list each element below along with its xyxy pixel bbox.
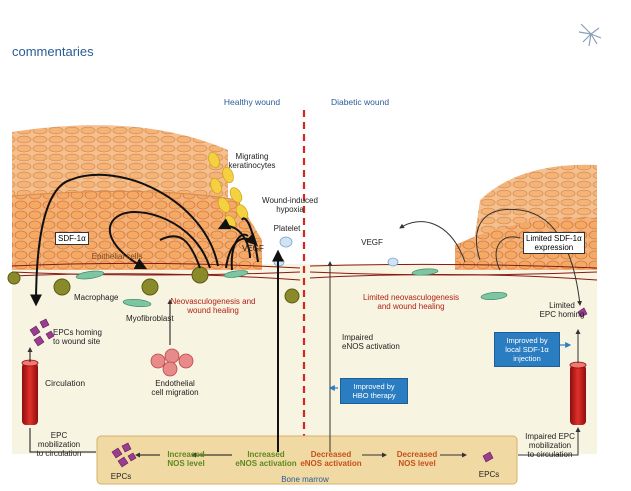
decreased-nos-label: Decreased NOS level	[392, 450, 442, 468]
diabetic-arrows	[327, 208, 583, 458]
endothelial-cells	[150, 348, 194, 377]
vegf-left-label: VEGF	[242, 244, 264, 253]
decreased-enos-text: Decreased eNOS activation	[300, 450, 362, 468]
healthy-wound-title: Healthy wound	[223, 97, 281, 107]
neovasc-right-label: Limited neovasculogenesis and wound heal…	[362, 293, 460, 311]
macrophage-cells	[7, 266, 300, 304]
healthy-thin-arrows	[27, 299, 232, 458]
epcs-homing-cells	[29, 307, 588, 347]
epcs-left-label: EPCs	[110, 472, 132, 481]
diabetic-wound-title: Diabetic wound	[330, 97, 390, 107]
migrating-keratinocytes-cells	[208, 151, 249, 229]
epc-mobilization-left-label: EPC mobilization to circulation	[36, 431, 82, 458]
logo-pinwheel-icon	[578, 23, 602, 47]
macrophage-label: Macrophage	[74, 293, 119, 302]
impaired-enos-label: Impaired eNOS activation	[342, 333, 400, 351]
section-title: commentaries	[12, 44, 94, 59]
myofibroblast-label: Myofibroblast	[126, 314, 174, 323]
wound-hypoxia-label: Wound-induced hypoxia	[262, 196, 318, 214]
local-sdf-callout: Improved by local SDF-1α injection	[494, 332, 560, 367]
endothelial-migration-label: Endothelial cell migration	[151, 379, 199, 397]
bone-marrow-panel	[96, 435, 518, 485]
epcs-marrow-cells	[111, 442, 494, 468]
circulation-vessel-left	[21, 359, 39, 425]
bone-marrow-label: Bone marrow	[281, 475, 329, 484]
decreased-enos-label: Decreased eNOS activation	[298, 450, 364, 468]
decreased-nos-text: Decreased NOS level	[396, 450, 438, 468]
sdf1a-box: SDF-1α	[55, 232, 89, 245]
circulation-vessel-right	[569, 361, 587, 425]
epidermis-left	[11, 125, 262, 270]
platelet-label: Platelet	[273, 224, 301, 233]
limited-epc-homing-label: Limited EPC homing	[539, 301, 585, 319]
neovasc-left-label: Neovasculogenesis and wound healing	[170, 297, 256, 315]
circulation-label: Circulation	[45, 378, 86, 388]
epithelial-cells-label: Epithelial cells	[91, 252, 143, 261]
increased-enos-text: Increased eNOS activation	[235, 450, 297, 468]
impaired-epc-mobilization-label: Impaired EPC mobilization to circulation	[525, 432, 575, 459]
increased-nos-text: Increased NOS level	[167, 450, 205, 468]
dermal-fibers	[11, 262, 598, 281]
limited-sdf-box: Limited SDF-1α expression	[523, 232, 585, 254]
healthy-arrows	[30, 173, 284, 452]
increased-enos-label: Increased eNOS activation	[234, 450, 298, 468]
increased-nos-label: Increased NOS level	[164, 450, 208, 468]
migrating-keratinocytes-label: Migrating keratinocytes	[228, 152, 276, 170]
hbo-therapy-callout: Improved by HBO therapy	[340, 378, 408, 404]
vegf-right-label: VEGF	[361, 238, 383, 247]
epidermis-right	[455, 164, 597, 270]
epcs-homing-label: EPCs homing to wound site	[53, 328, 102, 346]
myofibroblast-cells	[75, 268, 508, 308]
epcs-right-label: EPCs	[478, 470, 500, 479]
